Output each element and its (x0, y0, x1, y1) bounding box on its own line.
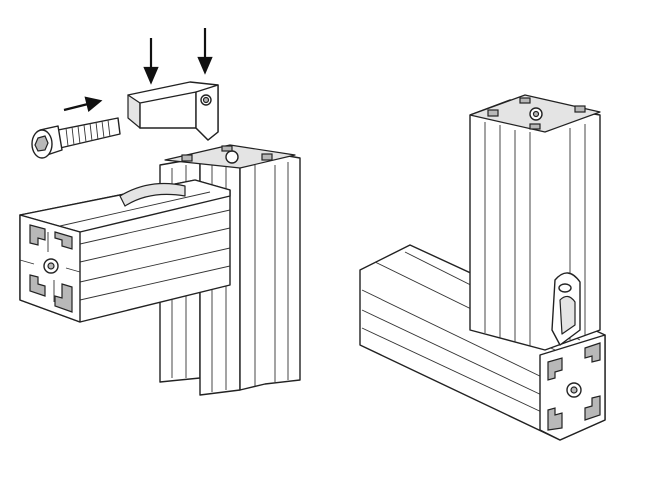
screw (31, 117, 121, 159)
arrow-right (63, 96, 103, 112)
assembled-joint (359, 94, 606, 441)
arrow-down-2 (197, 28, 213, 75)
arrow-down-1 (143, 38, 159, 85)
horizontal-profile-right (359, 244, 606, 441)
connector-installed (551, 272, 581, 346)
exploded-assembly (19, 28, 301, 396)
horizontal-profile (19, 179, 231, 323)
corner-connector (127, 81, 219, 141)
